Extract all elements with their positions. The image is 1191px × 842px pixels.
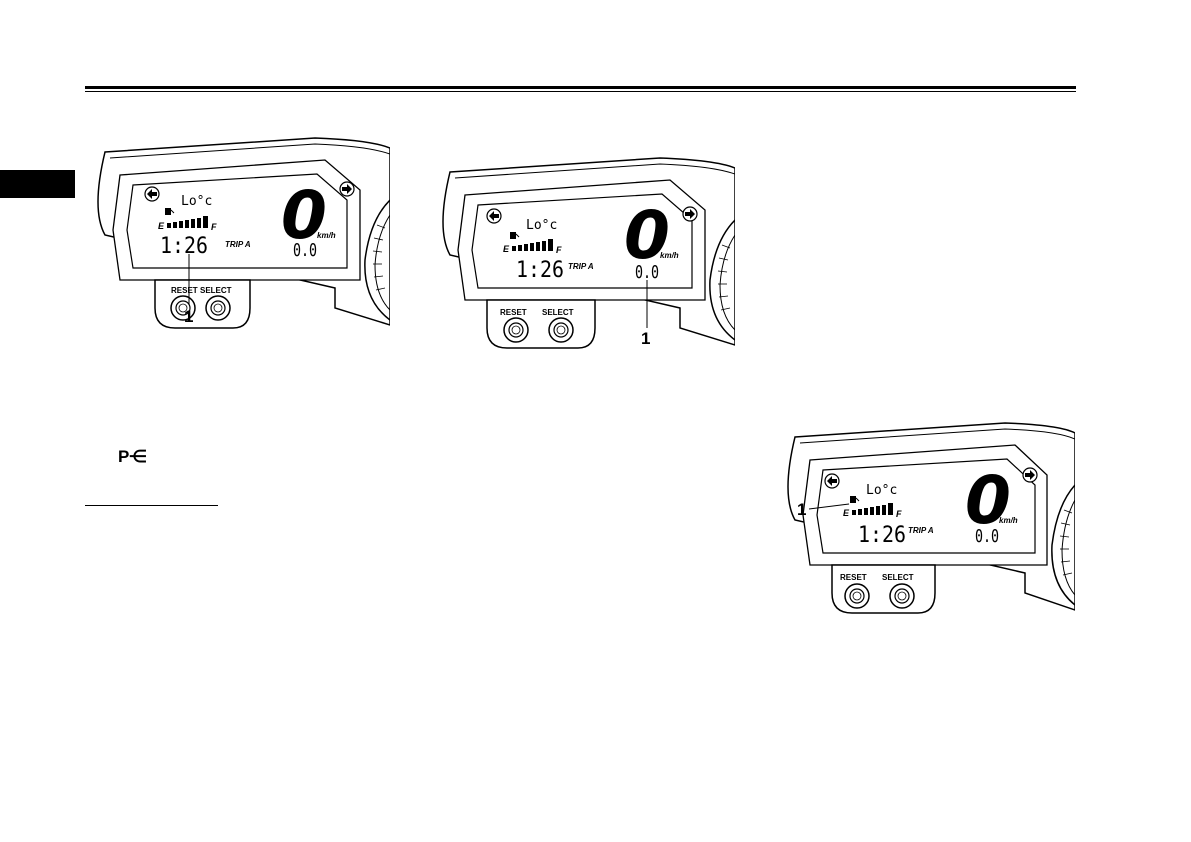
left-turn-icon xyxy=(144,186,160,202)
right-turn-icon xyxy=(1022,467,1038,483)
meter-illustration-trip: RESET SELECT Lo°c E F 1:26 TRIP A 0 km/h… xyxy=(430,150,735,360)
select-button xyxy=(548,317,574,343)
fuel-empty-label: E xyxy=(503,244,510,254)
header-rule xyxy=(85,86,1076,89)
fuel-full-label: F xyxy=(211,222,217,232)
right-turn-icon xyxy=(339,181,355,197)
header-rule-thin xyxy=(85,91,1076,92)
trip-value: 0.0 xyxy=(293,240,317,261)
clock-display: 1:26 xyxy=(516,258,564,283)
reset-label: RESET xyxy=(840,573,867,582)
temperature-display: Lo°c xyxy=(181,194,212,209)
select-button xyxy=(205,295,231,321)
select-label: SELECT xyxy=(200,286,232,295)
chapter-tab xyxy=(0,170,75,198)
callout-number: 1 xyxy=(797,500,806,519)
trip-label: TRIP A xyxy=(568,262,594,271)
fuel-gauge-segments xyxy=(852,503,893,515)
temperature-display: Lo°c xyxy=(866,483,897,498)
trip-label: TRIP A xyxy=(225,240,251,249)
fuel-empty-label: E xyxy=(158,221,165,231)
parking-light-symbol: P⋲ xyxy=(118,447,147,466)
fuel-pump-icon xyxy=(165,208,175,215)
reset-label: RESET xyxy=(500,308,527,317)
speed-digit: 0 xyxy=(281,177,327,254)
fuel-gauge-segments xyxy=(512,239,553,251)
clock-display: 1:26 xyxy=(160,234,208,259)
speed-unit: km/h xyxy=(317,231,336,240)
trip-label: TRIP A xyxy=(908,526,934,535)
trip-value: 0.0 xyxy=(635,262,659,283)
reset-label: RESET xyxy=(171,286,198,295)
left-turn-icon xyxy=(486,208,502,224)
fuel-pump-icon xyxy=(510,232,520,239)
reset-button xyxy=(503,317,529,343)
left-turn-icon xyxy=(824,473,840,489)
trip-value: 0.0 xyxy=(975,526,999,547)
temperature-display: Lo°c xyxy=(526,218,557,233)
fuel-pump-icon xyxy=(850,496,860,503)
speed-unit: km/h xyxy=(660,251,679,260)
callout-number: 1 xyxy=(641,329,650,348)
select-label: SELECT xyxy=(542,308,574,317)
clock-display: 1:26 xyxy=(858,523,906,548)
callout-number: 1 xyxy=(184,307,193,326)
fuel-empty-label: E xyxy=(843,508,850,518)
reset-button xyxy=(844,583,870,609)
meter-illustration-fuel: RESET SELECT Lo°c E F 1:26 TRIP A 0 km/h… xyxy=(775,415,1075,625)
section-rule xyxy=(85,505,218,506)
select-label: SELECT xyxy=(882,573,914,582)
right-turn-icon xyxy=(682,206,698,222)
select-button xyxy=(889,583,915,609)
fuel-full-label: F xyxy=(896,509,902,519)
speed-digit: 0 xyxy=(965,462,1011,539)
fuel-gauge-segments xyxy=(167,216,208,228)
meter-illustration-clock: RESET SELECT Lo°c E F 1:26 TRIP A 0 km/h… xyxy=(85,130,390,340)
speed-digit: 0 xyxy=(624,197,670,274)
speed-unit: km/h xyxy=(999,516,1018,525)
fuel-full-label: F xyxy=(556,245,562,255)
